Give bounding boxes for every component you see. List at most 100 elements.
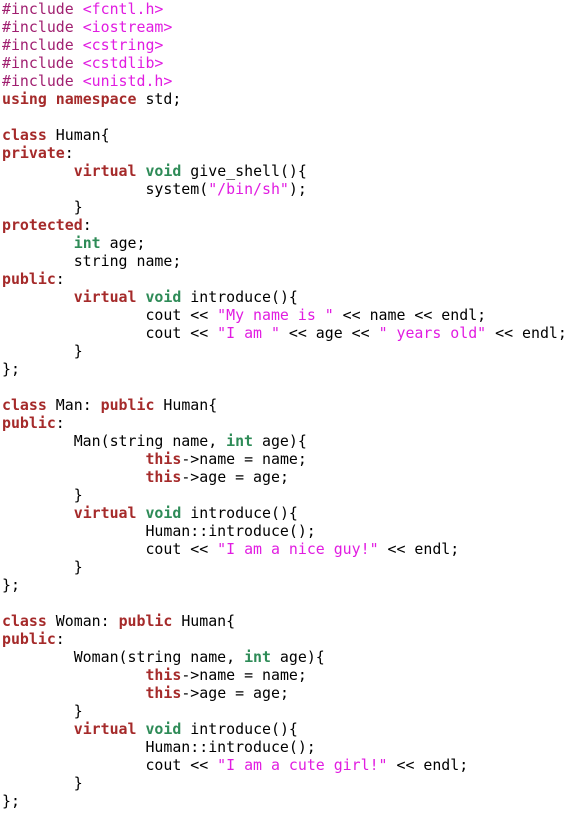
- code-line: #include <cstdlib>: [2, 54, 577, 72]
- code-text: :: [82, 216, 92, 234]
- keyword-token: class: [2, 126, 47, 144]
- keyword-token: namespace: [55, 90, 137, 108]
- code-line: #include <cstring>: [2, 36, 577, 54]
- code-line: int age;: [2, 234, 577, 252]
- keyword-token: public: [2, 270, 56, 288]
- code-line: }: [2, 198, 577, 216]
- string-literal-token: "I am a cute girl!": [217, 756, 388, 774]
- preprocessor-token: #include: [2, 18, 83, 36]
- keyword-token: virtual: [73, 288, 137, 306]
- code-line: };: [2, 792, 577, 810]
- type-token: void: [145, 162, 182, 180]
- code-line: cout << "My name is " << name << endl;: [2, 306, 577, 324]
- code-text: cout <<: [2, 306, 218, 324]
- code-text: [2, 666, 145, 684]
- code-line: using namespace std;: [2, 90, 577, 108]
- include-path-token: <iostream>: [82, 18, 173, 36]
- keyword-token: private: [2, 144, 65, 162]
- code-line: virtual void introduce(){: [2, 720, 577, 738]
- code-line: #include <iostream>: [2, 18, 577, 36]
- code-text: age){: [270, 648, 325, 666]
- code-text: }: [2, 342, 83, 360]
- code-line: Man(string name, int age){: [2, 432, 577, 450]
- code-line: public:: [2, 414, 577, 432]
- string-literal-token: "/bin/sh": [208, 180, 289, 198]
- code-line: Human::introduce();: [2, 522, 577, 540]
- keyword-token: virtual: [73, 504, 137, 522]
- code-text: };: [2, 576, 20, 594]
- code-text: };: [2, 792, 20, 810]
- code-text: [47, 90, 56, 108]
- type-token: int: [73, 234, 101, 252]
- code-text: age;: [100, 234, 146, 252]
- code-line: system("/bin/sh");: [2, 180, 577, 198]
- code-line: cout << "I am a cute girl!" << endl;: [2, 756, 577, 774]
- code-text: [2, 504, 74, 522]
- code-line: virtual void introduce(){: [2, 504, 577, 522]
- code-text: age){: [253, 432, 307, 450]
- code-text: ->name = name;: [181, 666, 307, 684]
- code-text: [2, 468, 145, 486]
- code-text: << endl;: [387, 756, 469, 774]
- code-text: ->age = age;: [181, 468, 289, 486]
- code-line: }: [2, 774, 577, 792]
- code-text: };: [2, 360, 20, 378]
- code-text: Human::introduce();: [2, 522, 316, 540]
- preprocessor-token: #include: [2, 36, 83, 54]
- code-line: this->age = age;: [2, 468, 577, 486]
- code-text: << age <<: [279, 324, 379, 342]
- code-text: cout <<: [2, 756, 218, 774]
- code-text: Woman:: [46, 612, 119, 630]
- code-text: << endl;: [486, 324, 567, 342]
- code-text: :: [55, 630, 65, 648]
- code-text: }: [2, 198, 83, 216]
- code-line: public:: [2, 630, 577, 648]
- code-line: public:: [2, 270, 577, 288]
- code-line: [2, 594, 577, 612]
- code-line: Woman(string name, int age){: [2, 648, 577, 666]
- code-text: Human{: [172, 612, 236, 630]
- code-text: cout <<: [2, 324, 218, 342]
- code-line: [2, 378, 577, 396]
- code-line: protected:: [2, 216, 577, 234]
- type-token: int: [226, 432, 254, 450]
- code-line: virtual void give_shell(){: [2, 162, 577, 180]
- keyword-token: public: [118, 612, 173, 630]
- code-line: Human::introduce();: [2, 738, 577, 756]
- code-line: this->name = name;: [2, 666, 577, 684]
- string-literal-token: " years old": [378, 324, 487, 342]
- code-text: Human{: [154, 396, 218, 414]
- code-text: << endl;: [378, 540, 460, 558]
- code-line: virtual void introduce(){: [2, 288, 577, 306]
- code-text: ->name = name;: [181, 450, 307, 468]
- keyword-token: protected: [2, 216, 83, 234]
- code-text: std;: [136, 90, 182, 108]
- code-text: }: [2, 702, 83, 720]
- code-text: system(: [2, 180, 209, 198]
- keyword-token: public: [2, 414, 56, 432]
- preprocessor-token: #include: [2, 54, 83, 72]
- code-text: introduce(){: [181, 288, 298, 306]
- code-line: #include <fcntl.h>: [2, 0, 577, 18]
- code-text: Woman(string name,: [2, 648, 245, 666]
- preprocessor-token: #include: [2, 72, 83, 90]
- type-token: void: [145, 720, 182, 738]
- code-line: [2, 108, 577, 126]
- include-path-token: <fcntl.h>: [82, 0, 164, 18]
- code-line: };: [2, 576, 577, 594]
- code-line: #include <unistd.h>: [2, 72, 577, 90]
- code-text: }: [2, 558, 83, 576]
- code-line: }: [2, 702, 577, 720]
- type-token: void: [145, 288, 182, 306]
- code-text: }: [2, 774, 83, 792]
- code-line: string name;: [2, 252, 577, 270]
- code-text: introduce(){: [181, 720, 298, 738]
- keyword-token: using: [2, 90, 47, 108]
- code-text: [2, 720, 74, 738]
- code-line: class Woman: public Human{: [2, 612, 577, 630]
- code-text: );: [288, 180, 307, 198]
- type-token: void: [145, 504, 182, 522]
- code-line: class Human{: [2, 126, 577, 144]
- code-text: Man(string name,: [2, 432, 227, 450]
